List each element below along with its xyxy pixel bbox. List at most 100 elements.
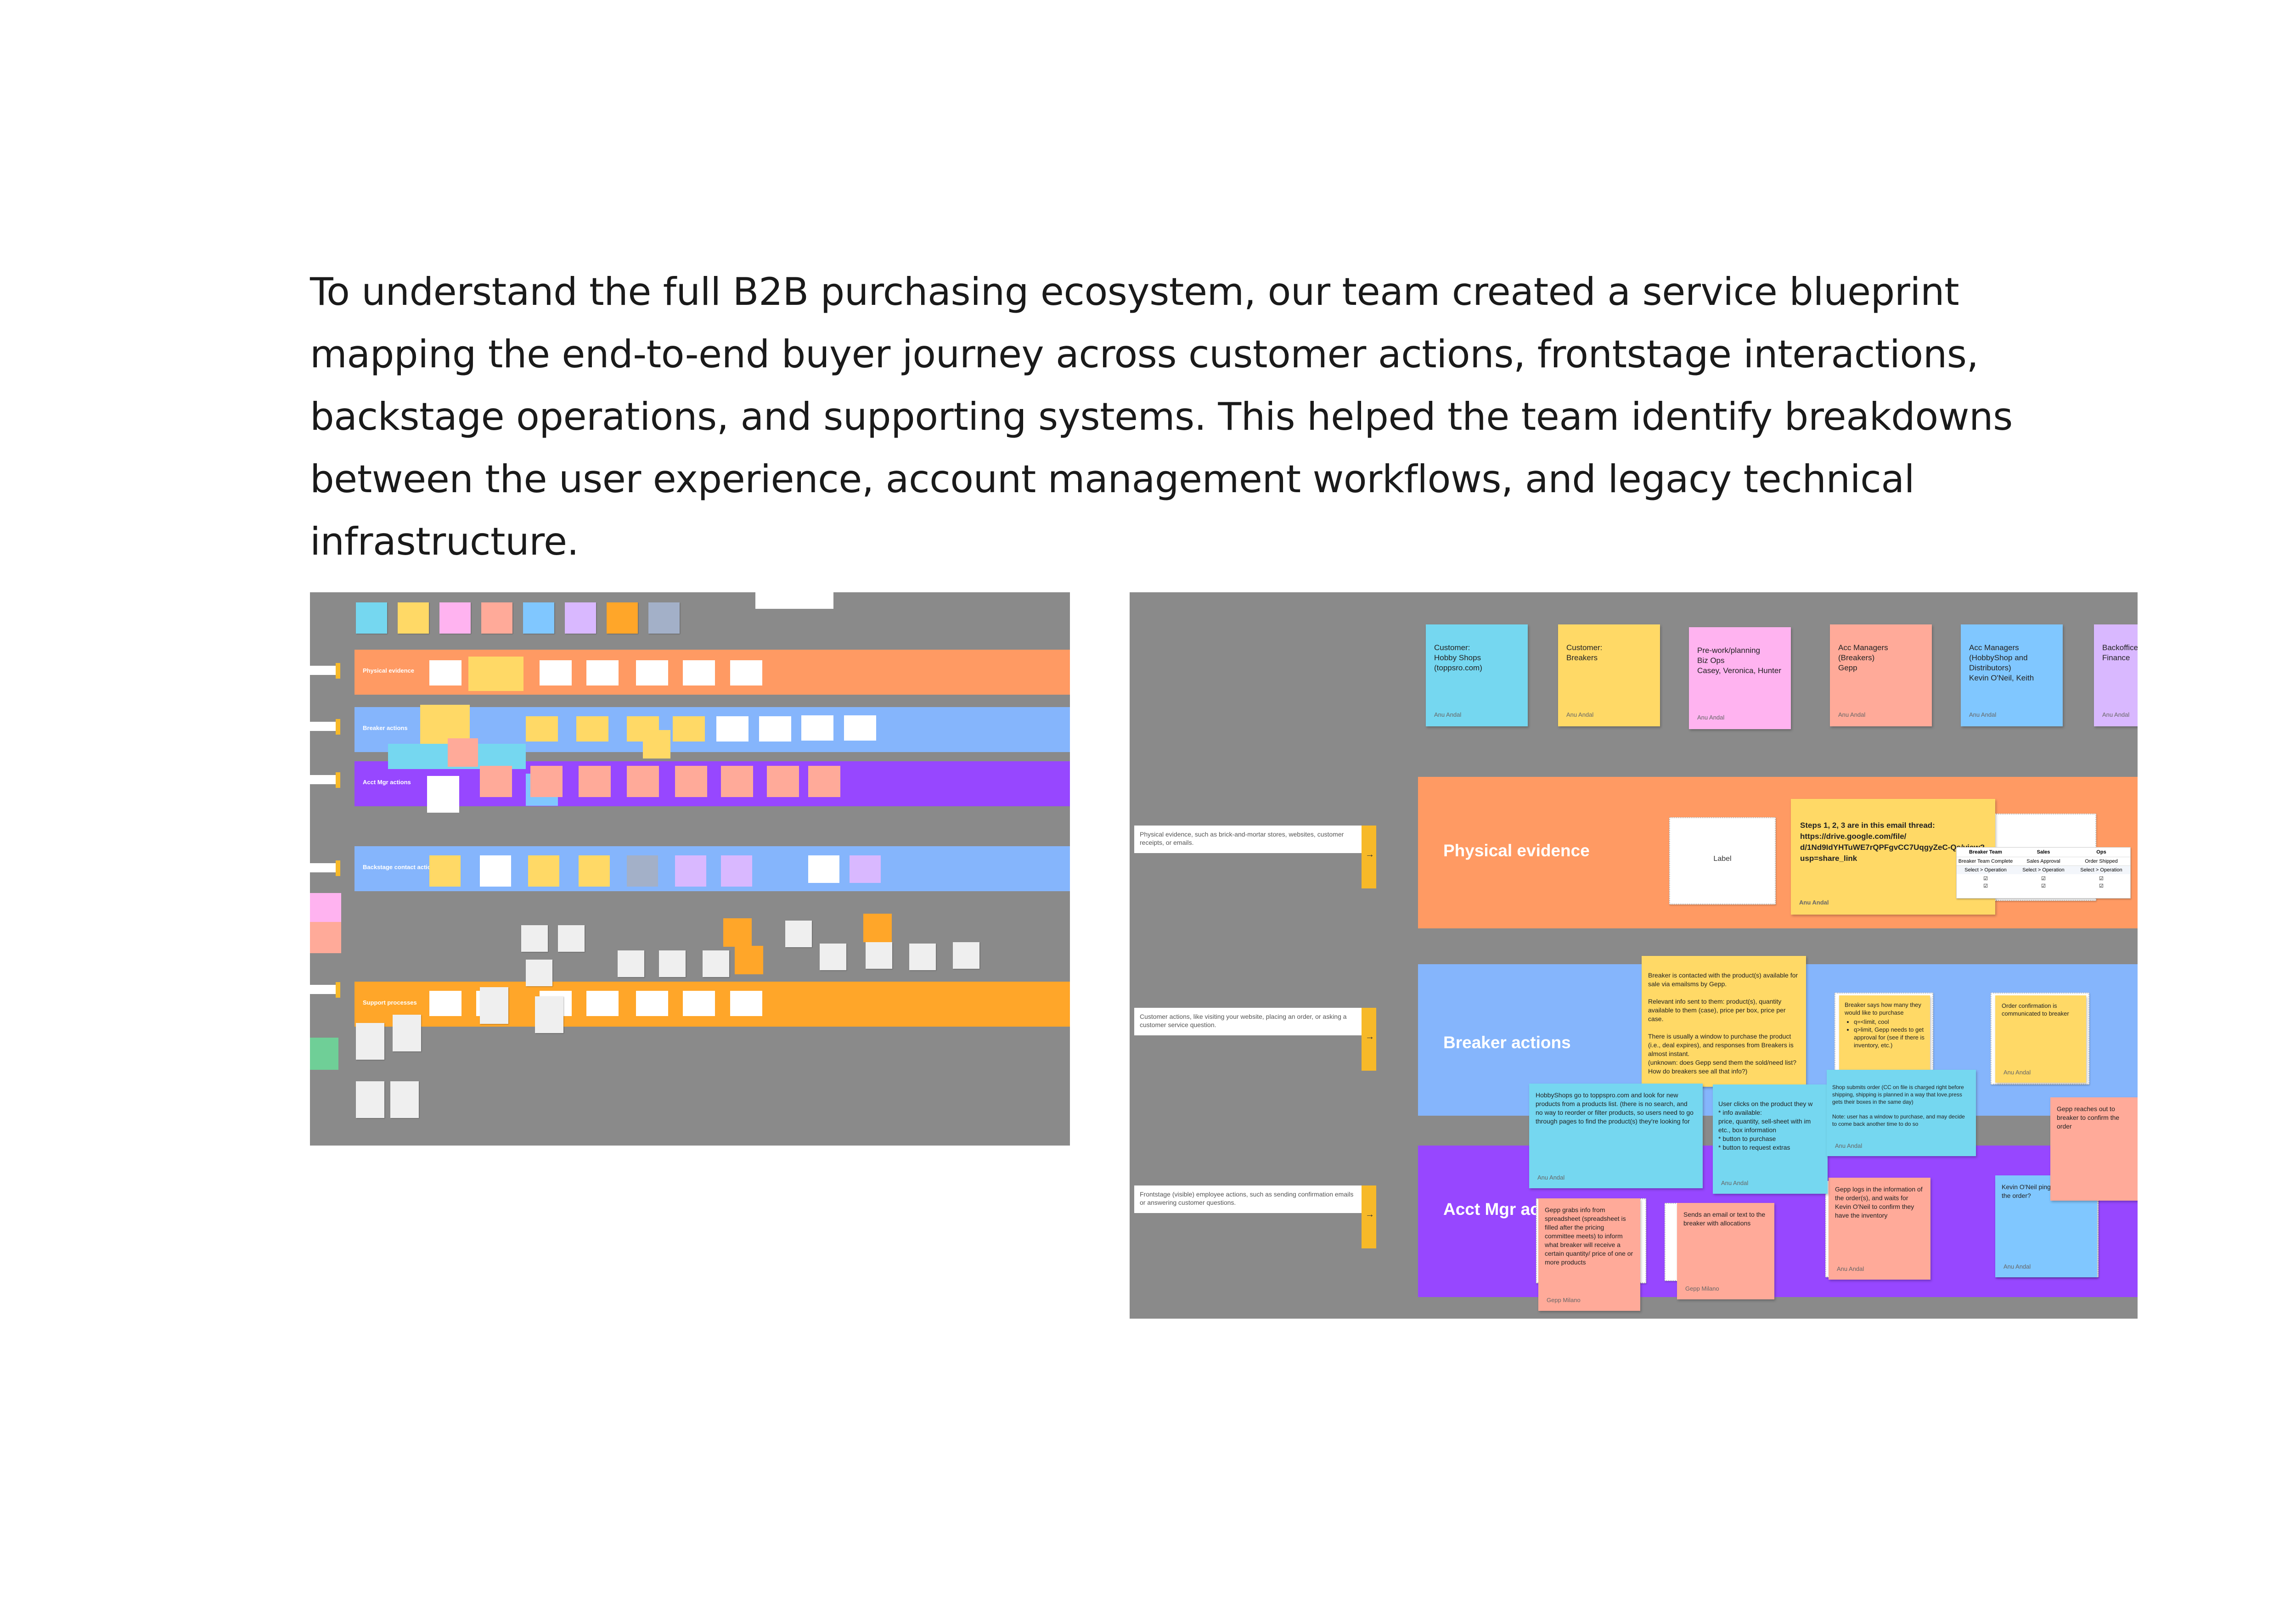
checkbox-icon[interactable]: ☑ <box>2099 883 2104 889</box>
header-sticky-hobby-shops[interactable]: Customer: Hobby Shops (toppsro.com) Anu … <box>1426 624 1528 726</box>
mini-card[interactable] <box>683 660 715 685</box>
mini-orange-note[interactable] <box>735 946 763 974</box>
mini-green-sticky[interactable] <box>310 1038 338 1070</box>
mini-sticky[interactable] <box>627 855 658 887</box>
header-sticky-backoffice-finance[interactable]: Backoffice Finance Anu Andal <box>2094 624 2138 726</box>
checkbox-icon[interactable]: ☑ <box>1983 883 1988 889</box>
mini-header-sticky[interactable] <box>398 602 429 634</box>
checkbox-icon[interactable]: ☑ <box>2041 883 2046 889</box>
table-cell[interactable]: Select > Operation <box>1964 867 2007 873</box>
mini-sticky[interactable] <box>429 855 461 887</box>
mini-lane-tab[interactable] <box>310 863 337 872</box>
mini-grey-note[interactable] <box>393 1015 421 1051</box>
lane-tab-physical[interactable] <box>1362 826 1376 888</box>
mini-grey-note[interactable] <box>526 960 552 986</box>
mini-card[interactable] <box>801 715 833 741</box>
detail-board[interactable]: Customer: Hobby Shops (toppsro.com) Anu … <box>1130 592 2138 1319</box>
mini-sticky[interactable] <box>579 855 610 887</box>
mini-salmon-sticky[interactable] <box>480 766 512 797</box>
mini-card[interactable] <box>429 991 461 1016</box>
mini-header-sticky[interactable] <box>481 602 512 634</box>
mini-card[interactable] <box>636 991 668 1016</box>
lane-tab-customer[interactable] <box>1362 1008 1376 1071</box>
mini-card[interactable] <box>730 660 762 685</box>
mini-sticky[interactable] <box>721 855 752 887</box>
label-card[interactable]: Label <box>1669 817 1776 905</box>
mini-yellow-sticky[interactable] <box>643 730 670 758</box>
gepp-grabs-note[interactable]: Gepp grabs info from spreadsheet (spread… <box>1538 1198 1640 1311</box>
lane-description-physical[interactable]: Physical evidence, such as brick-and-mor… <box>1134 826 1362 853</box>
mini-grey-note[interactable] <box>618 950 644 977</box>
table-cell[interactable]: Select > Operation <box>2080 867 2122 873</box>
lane-description-customer[interactable]: Customer actions, like visiting your web… <box>1134 1008 1362 1035</box>
mini-salmon-sticky[interactable] <box>448 738 478 767</box>
mini-grey-note[interactable] <box>558 925 585 952</box>
mini-lane-tab[interactable] <box>310 722 337 731</box>
mini-salmon-sticky[interactable] <box>530 766 563 797</box>
mini-card[interactable] <box>526 716 558 742</box>
mini-lane-tab[interactable] <box>310 666 337 675</box>
mini-lane-tab[interactable] <box>310 985 337 994</box>
mini-grey-note[interactable] <box>953 942 979 969</box>
mini-card[interactable] <box>730 991 762 1016</box>
mini-card[interactable] <box>808 855 839 883</box>
mini-header-sticky[interactable] <box>523 602 554 634</box>
mini-header-sticky[interactable] <box>648 602 680 634</box>
mini-header-sticky[interactable] <box>439 602 471 634</box>
mini-grey-note[interactable] <box>390 1081 419 1118</box>
mini-white-card[interactable] <box>427 776 459 813</box>
header-sticky-breakers[interactable]: Customer: Breakers Anu Andal <box>1558 624 1660 726</box>
status-table[interactable]: Breaker Team Sales Ops Breaker Team Comp… <box>1956 847 2131 899</box>
mini-card[interactable] <box>844 715 876 741</box>
shop-submits-note[interactable]: Shop submits order (CC on file is charge… <box>1827 1070 1976 1156</box>
mini-grey-note[interactable] <box>909 944 936 970</box>
mini-card[interactable] <box>759 716 791 742</box>
lane-description-frontstage[interactable]: Frontstage (visible) employee actions, s… <box>1134 1185 1362 1213</box>
mini-grey-note[interactable] <box>535 996 563 1033</box>
mini-lane-tab[interactable] <box>310 775 337 784</box>
mini-grey-note[interactable] <box>820 944 846 970</box>
checkbox-icon[interactable]: ☑ <box>2099 876 2104 882</box>
mini-orange-note[interactable] <box>863 914 892 942</box>
mini-salmon-sticky[interactable] <box>721 766 753 797</box>
breaker-contacted-note[interactable]: Breaker is contacted with the product(s)… <box>1642 956 1806 1087</box>
mini-card[interactable] <box>586 991 619 1016</box>
hobbyshops-note[interactable]: HobbyShops go to toppspro.com and look f… <box>1529 1084 1703 1188</box>
mini-card[interactable] <box>429 660 461 685</box>
mini-band-backstage[interactable]: Backstage contact actions <box>355 846 1070 891</box>
mini-salmon-sticky[interactable] <box>675 766 707 797</box>
mini-sticky[interactable] <box>480 855 511 887</box>
mini-card[interactable] <box>683 991 715 1016</box>
header-sticky-acc-managers-breakers[interactable]: Acc Managers (Breakers) Gepp Anu Andal <box>1830 624 1932 726</box>
mini-salmon-sticky[interactable] <box>767 766 799 797</box>
mini-card[interactable] <box>576 716 608 742</box>
lane-tab-frontstage[interactable] <box>1362 1185 1376 1248</box>
mini-grey-note[interactable] <box>703 950 729 977</box>
mini-card[interactable] <box>673 716 705 742</box>
mini-card[interactable] <box>850 855 881 883</box>
user-clicks-note[interactable]: User clicks on the product they w * info… <box>1713 1084 1828 1194</box>
checkbox-icon[interactable]: ☑ <box>2041 876 2046 882</box>
table-cell[interactable]: Select > Operation <box>2022 867 2065 873</box>
mini-yellow-sticky[interactable] <box>468 657 523 691</box>
mini-salmon-sticky[interactable] <box>310 922 341 953</box>
mini-sticky[interactable] <box>528 855 559 887</box>
header-sticky-biz-ops[interactable]: Pre-work/planning Biz Ops Casey, Veronic… <box>1689 627 1791 729</box>
mini-orange-note[interactable] <box>723 918 752 947</box>
gepp-logs-note[interactable]: Gepp logs in the information of the orde… <box>1829 1178 1930 1280</box>
mini-sticky[interactable] <box>675 855 706 887</box>
mini-grey-note[interactable] <box>480 987 508 1024</box>
mini-grey-note[interactable] <box>866 942 892 969</box>
mini-card[interactable] <box>540 660 572 685</box>
mini-card[interactable] <box>636 660 668 685</box>
mini-salmon-sticky[interactable] <box>808 766 840 797</box>
mini-grey-note[interactable] <box>356 1081 384 1118</box>
mini-pink-sticky[interactable] <box>310 893 341 924</box>
mini-top-note[interactable] <box>755 592 833 609</box>
mini-grey-note[interactable] <box>659 950 686 977</box>
mini-header-sticky[interactable] <box>356 602 387 634</box>
mini-grey-note[interactable] <box>521 925 548 952</box>
header-sticky-acc-managers-hobbyshop[interactable]: Acc Managers (HobbyShop and Distributors… <box>1961 624 2063 726</box>
sends-email-note[interactable]: Sends an email or text to the breaker wi… <box>1677 1203 1774 1299</box>
